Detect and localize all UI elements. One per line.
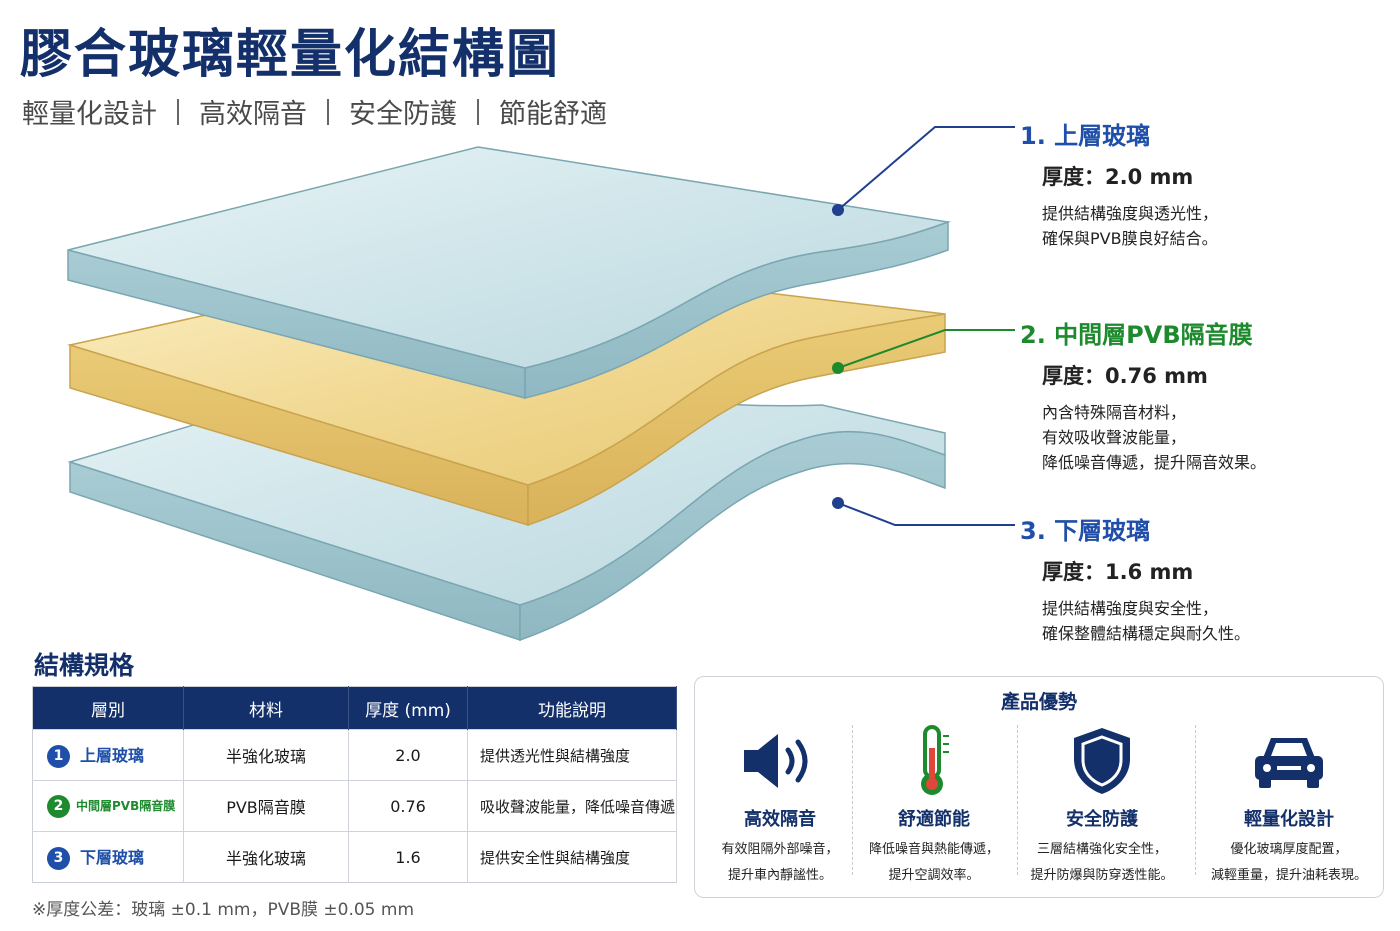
subtitle-item: 安全防護 <box>349 99 457 130</box>
shield-icon <box>1027 725 1177 797</box>
callout-desc-line: 內含特殊隔音材料， <box>1042 403 1187 422</box>
advantage-desc-line: 提升空調效率。 <box>888 868 980 883</box>
divider <box>852 725 853 875</box>
advantage-desc-line: 提升車內靜謐性。 <box>727 868 832 883</box>
layer-cell: 2 中間層PVB隔音膜 <box>32 780 184 832</box>
top-leader-line <box>832 126 1015 216</box>
callout-desc-line: 降低噪音傳遞，提升隔音效果。 <box>1042 453 1267 472</box>
subtitle-item: 節能舒適 <box>499 99 607 130</box>
advantage-title: 安全防護 <box>1066 809 1138 830</box>
function-cell: 吸收聲波能量，降低噪音傳遞 <box>467 780 677 832</box>
number-badge: 1 <box>47 745 70 768</box>
callout-thickness: 厚度：1.6 mm <box>1042 560 1194 584</box>
callout-desc-line: 確保與PVB膜良好結合。 <box>1042 229 1218 248</box>
callout-desc-line: 提供結構強度與安全性， <box>1042 599 1219 618</box>
top-glass-layer <box>67 146 951 399</box>
number-badge: 3 <box>47 847 70 870</box>
divider <box>1195 725 1196 875</box>
callout-bottom-glass: 3. 下層玻璃 厚度：1.6 mm 提供結構強度與安全性， 確保整體結構穩定與耐… <box>1020 511 1250 646</box>
thickness-cell: 0.76 <box>348 780 468 832</box>
advantage-desc: 三層結構強化安全性， 提升防爆與防穿透性能。 <box>1027 837 1177 889</box>
layer-cell: 1 上層玻璃 <box>32 729 184 781</box>
callout-heading: 3. 下層玻璃 <box>1020 517 1151 545</box>
function-cell: 提供透光性與結構強度 <box>467 729 677 781</box>
column-header: 材料 <box>183 686 349 730</box>
advantages-title: 產品優勢 <box>1000 691 1077 713</box>
divider <box>1017 725 1018 875</box>
material-cell: 半強化玻璃 <box>183 729 349 781</box>
advantage-desc-line: 有效阻隔外部噪音， <box>721 842 839 857</box>
table-row: 1 上層玻璃 半強化玻璃 2.0 提供透光性與結構強度 <box>32 729 677 781</box>
number-badge: 2 <box>47 794 70 818</box>
material-cell: PVB隔音膜 <box>183 780 349 832</box>
callout-pvb: 2. 中間層PVB隔音膜 厚度：0.76 mm 內含特殊隔音材料， 有效吸收聲波… <box>1020 315 1266 475</box>
advantages-panel: 產品優勢 高效隔音 有效阻隔外部噪音， 提升車內靜謐性。 <box>694 676 1384 898</box>
advantage-desc-line: 提升防爆與防穿透性能。 <box>1030 868 1174 883</box>
subtitle-separator <box>477 98 479 125</box>
table-row: 2 中間層PVB隔音膜 PVB隔音膜 0.76 吸收聲波能量，降低噪音傳遞 <box>32 780 677 832</box>
callout-desc-line: 提供結構強度與透光性， <box>1042 204 1219 223</box>
advantage-desc-line: 降低噪音與熱能傳遞， <box>868 842 999 857</box>
speaker-icon <box>705 725 855 797</box>
bottom-leader-line <box>832 497 1015 526</box>
layer-name: 中間層PVB隔音膜 <box>76 798 176 813</box>
column-header: 層別 <box>32 686 184 730</box>
advantage-title: 高效隔音 <box>744 809 816 830</box>
thermometer-icon <box>859 725 1009 797</box>
advantage-title: 舒適節能 <box>898 809 970 830</box>
callout-top-glass: 1. 上層玻璃 厚度：2.0 mm 提供結構強度與透光性， 確保與PVB膜良好結… <box>1020 116 1218 251</box>
callout-desc-line: 有效吸收聲波能量， <box>1042 428 1187 447</box>
layer-cell: 3 下層玻璃 <box>32 831 184 883</box>
subtitle-item: 高效隔音 <box>199 99 307 130</box>
advantage-item: 舒適節能 降低噪音與熱能傳遞， 提升空調效率。 <box>859 725 1009 889</box>
subtitle-separator <box>177 98 179 125</box>
tolerance-note: ※厚度公差：玻璃 ±0.1 mm，PVB膜 ±0.05 mm <box>32 900 415 920</box>
layer-name: 下層玻璃 <box>80 848 145 867</box>
advantage-item: 輕量化設計 優化玻璃厚度配置， 減輕重量，提升油耗表現。 <box>1203 725 1375 889</box>
advantage-desc-line: 三層結構強化安全性， <box>1036 842 1167 857</box>
middle-leader-line <box>832 329 1015 374</box>
spec-title: 結構規格 <box>34 651 135 680</box>
advantage-desc: 優化玻璃厚度配置， 減輕重量，提升油耗表現。 <box>1203 837 1375 889</box>
advantage-item: 安全防護 三層結構強化安全性， 提升防爆與防穿透性能。 <box>1027 725 1177 889</box>
callout-heading: 2. 中間層PVB隔音膜 <box>1020 321 1253 349</box>
page-title: 膠合玻璃輕量化結構圖 <box>20 25 561 85</box>
table-row: 3 下層玻璃 半強化玻璃 1.6 提供安全性與結構強度 <box>32 831 677 883</box>
layer-illustration <box>67 126 1015 642</box>
column-header: 厚度 (mm) <box>348 686 468 730</box>
advantage-item: 高效隔音 有效阻隔外部噪音， 提升車內靜謐性。 <box>705 725 855 889</box>
callout-heading: 1. 上層玻璃 <box>1020 122 1151 150</box>
thickness-cell: 2.0 <box>348 729 468 781</box>
callout-thickness: 厚度：2.0 mm <box>1042 165 1194 189</box>
table-header-row: 層別 材料 厚度 (mm) 功能說明 <box>32 686 677 730</box>
car-icon <box>1203 725 1375 797</box>
advantage-desc: 有效阻隔外部噪音， 提升車內靜謐性。 <box>705 837 855 889</box>
subtitle-bar: 輕量化設計 高效隔音 安全防護 節能舒適 <box>22 92 607 131</box>
spec-table: 層別 材料 厚度 (mm) 功能說明 1 上層玻璃 半強化玻璃 2.0 提供透光性… <box>32 686 677 883</box>
column-header: 功能說明 <box>467 686 677 730</box>
layer-name: 上層玻璃 <box>80 746 145 765</box>
advantage-desc: 降低噪音與熱能傳遞， 提升空調效率。 <box>859 837 1009 889</box>
material-cell: 半強化玻璃 <box>183 831 349 883</box>
advantage-desc-line: 優化玻璃厚度配置， <box>1230 842 1348 857</box>
subtitle-separator <box>327 98 329 125</box>
function-cell: 提供安全性與結構強度 <box>467 831 677 883</box>
callout-desc-line: 確保整體結構穩定與耐久性。 <box>1042 624 1251 643</box>
advantage-desc-line: 減輕重量，提升油耗表現。 <box>1210 868 1367 883</box>
callout-thickness: 厚度：0.76 mm <box>1042 364 1208 388</box>
thickness-cell: 1.6 <box>348 831 468 883</box>
advantage-title: 輕量化設計 <box>1244 809 1334 830</box>
subtitle-item: 輕量化設計 <box>22 99 157 130</box>
